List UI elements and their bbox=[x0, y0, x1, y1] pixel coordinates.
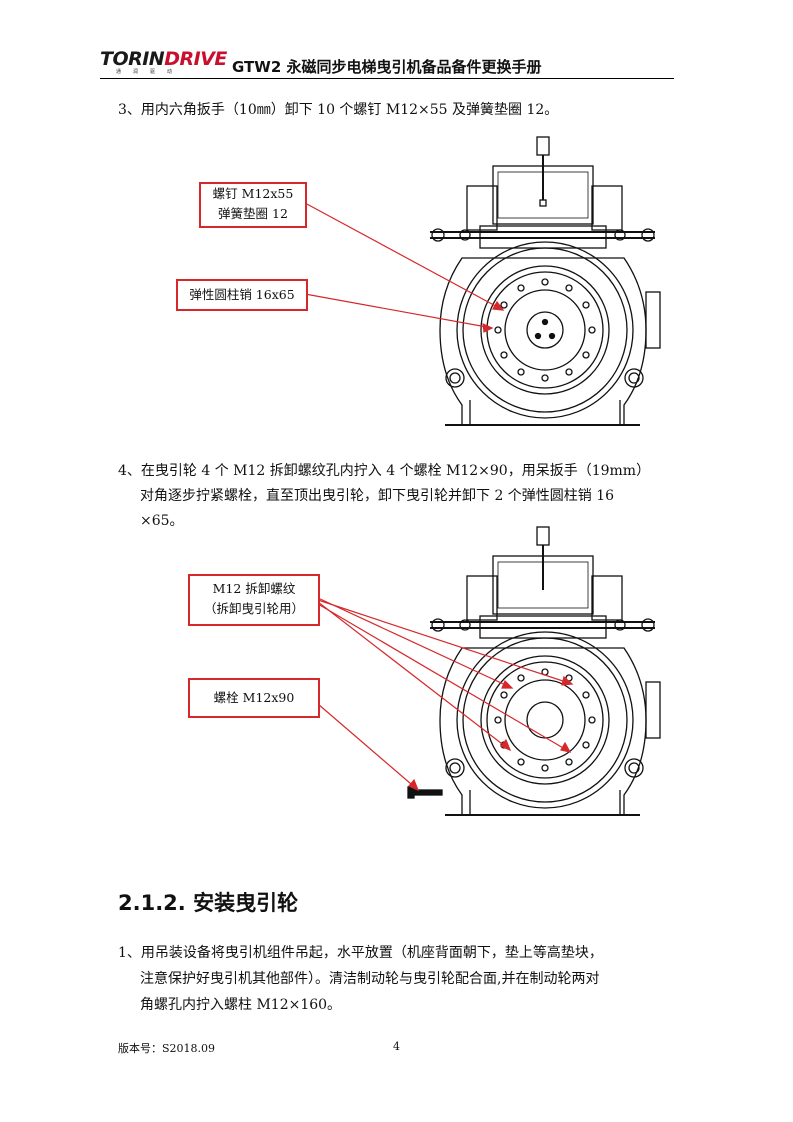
callout-thread-usage: （拆卸曳引轮用） bbox=[203, 601, 304, 616]
callout-washer-label: 弹簧垫圈 12 bbox=[218, 206, 288, 221]
callout-screw-label: 螺钉 M12x55 bbox=[212, 186, 294, 201]
step-4-line-2: 对角逐步拧紧螺栓，直至顶出曳引轮，卸下曳引轮并卸下 2 个弹性圆柱销 16 bbox=[140, 488, 615, 504]
document-title: GTW2 永磁同步电梯曳引机备品备件更换手册 bbox=[232, 58, 542, 76]
callout-pin-label: 弹性圆柱销 16x65 bbox=[189, 287, 295, 302]
figure-1-leaders bbox=[304, 202, 505, 333]
section-heading: 2.1.2. 安装曳引轮 bbox=[118, 891, 299, 915]
traction-machine-drawing-2 bbox=[407, 526, 661, 816]
step-1-line-1: 1、用吊装设备将曳引机组件吊起，水平放置（机座背面朝下，垫上等高垫块， bbox=[118, 945, 603, 961]
step-3-text: 3、用内六角扳手（10㎜）卸下 10 个螺钉 M12×55 及弹簧垫圈 12。 bbox=[118, 102, 559, 118]
brand-logo: TORINDRIVE bbox=[100, 48, 227, 70]
callout-thread-label: M12 拆卸螺纹 bbox=[212, 581, 296, 596]
step-1-line-3: 角螺孔内拧入螺柱 M12×160。 bbox=[140, 997, 342, 1013]
callout-elastic-pin: 弹性圆柱销 16x65 bbox=[176, 279, 308, 311]
header-rule bbox=[100, 78, 674, 79]
footer-version: 版本号：S2018.09 bbox=[118, 1042, 216, 1055]
traction-machine-drawing-1 bbox=[430, 136, 661, 426]
footer-page-number: 4 bbox=[393, 1040, 400, 1053]
callout-removal-thread: M12 拆卸螺纹 （拆卸曳引轮用） bbox=[188, 574, 320, 626]
logo-main-text: TORIN bbox=[100, 48, 165, 70]
callout-bolt: 螺栓 M12x90 bbox=[188, 678, 320, 718]
callout-bolt-label: 螺栓 M12x90 bbox=[213, 690, 295, 705]
logo-accent-text: DRIVE bbox=[164, 48, 227, 70]
step-4-line-1: 4、在曳引轮 4 个 M12 拆卸螺纹孔内拧入 4 个螺栓 M12×90，用呆扳… bbox=[118, 463, 651, 479]
figure-2-leaders bbox=[317, 597, 574, 792]
step-1-line-2: 注意保护好曳引机其他部件）。清洁制动轮与曳引轮配合面,并在制动轮两对 bbox=[140, 971, 600, 987]
logo-subtitle: 通润驱动 bbox=[116, 69, 185, 75]
step-4-line-3: ×65。 bbox=[140, 513, 184, 529]
callout-screw-washer: 螺钉 M12x55 弹簧垫圈 12 bbox=[199, 182, 307, 228]
